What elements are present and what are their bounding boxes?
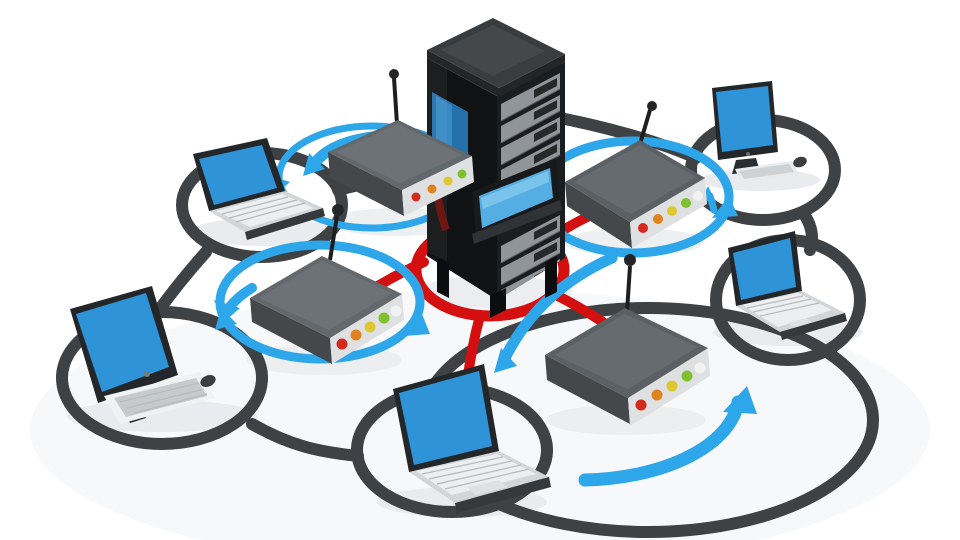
router-leds — [336, 305, 402, 350]
laptop-touchpad — [788, 318, 812, 327]
router-front-left — [565, 182, 632, 248]
blue-arc-to-bottom-laptop — [500, 252, 618, 362]
router-right — [565, 101, 707, 248]
desktop-left — [70, 286, 216, 424]
laptop-screen — [733, 238, 796, 300]
ring-connector — [798, 208, 818, 256]
router-front-left — [250, 298, 332, 364]
blue-arc-sweep — [578, 395, 745, 487]
router-leds — [635, 362, 706, 411]
rack-foot — [545, 256, 557, 298]
router-front-left — [545, 355, 630, 424]
laptop-keys — [416, 454, 536, 495]
router-leds — [638, 191, 703, 233]
antenna-tip — [332, 204, 344, 216]
antenna — [625, 265, 632, 313]
router-front-left — [328, 152, 404, 216]
laptop-front-edge — [245, 208, 325, 240]
power-led — [144, 371, 150, 377]
antenna — [328, 215, 339, 261]
laptop-front-edge — [455, 477, 551, 513]
laptop-screen — [199, 145, 277, 205]
mouse — [200, 374, 216, 388]
monitor-screen — [716, 86, 773, 152]
router-bottom-right — [545, 254, 710, 426]
laptop-screen — [399, 371, 492, 465]
desktop-top-right — [712, 81, 807, 182]
router-top-left — [328, 69, 474, 216]
antenna — [392, 77, 399, 125]
laptop-touchpad — [467, 480, 507, 495]
rack-cap-rim — [427, 50, 565, 97]
router-leds — [411, 169, 467, 202]
router-front-panel — [402, 156, 474, 216]
ring-connector — [150, 246, 212, 320]
laptop-bottom — [393, 364, 551, 513]
antenna-tip — [389, 69, 399, 79]
antenna — [638, 109, 652, 145]
ring-connector — [246, 418, 364, 462]
mouse — [793, 156, 807, 168]
router-middle-left — [250, 204, 404, 364]
laptop-right — [728, 231, 847, 340]
laptop-left — [193, 138, 325, 240]
laptop-front-edge — [780, 313, 847, 340]
power-led — [746, 152, 750, 156]
rack-foot — [437, 256, 449, 298]
rack-console-shelf — [472, 200, 562, 244]
antenna-tip — [647, 101, 657, 111]
monitor-screen — [76, 293, 169, 392]
rack-foot — [490, 288, 506, 318]
antenna-tip — [624, 254, 636, 266]
